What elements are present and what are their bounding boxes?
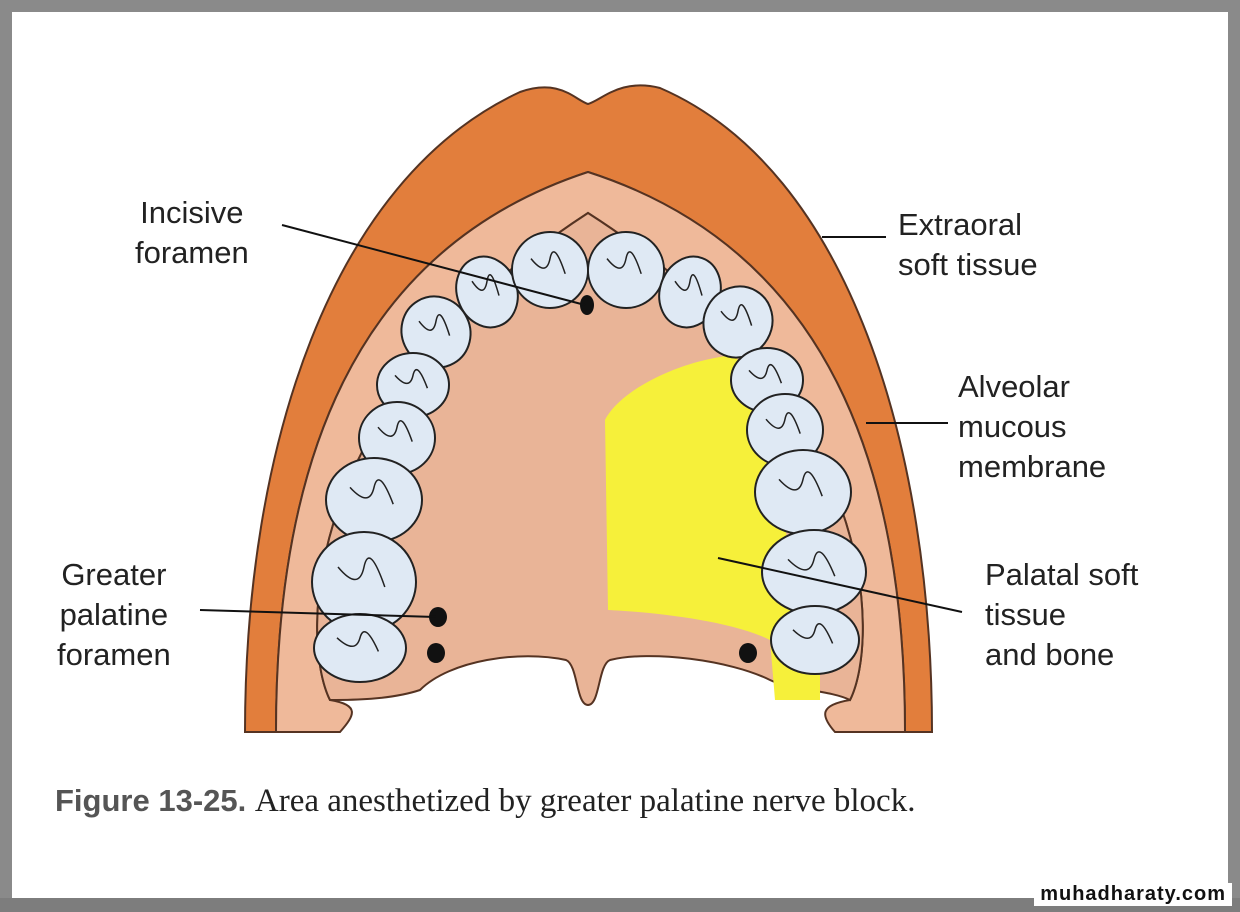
- caption-number: Figure 13-25.: [55, 783, 247, 818]
- tooth-groove: [336, 630, 380, 652]
- greater-palatine-foramen-marker-right: [739, 643, 757, 663]
- label-palatal-soft-tissue: Palatal soft tissue and bone: [985, 557, 1139, 672]
- leader-lines: [199, 224, 963, 618]
- tooth: [754, 449, 852, 535]
- tooth-groove: [606, 251, 642, 275]
- tooth-groove: [748, 363, 783, 384]
- tooth: [702, 285, 774, 359]
- label-extraoral-soft-tissue: Extraoral soft tissue: [898, 207, 1038, 282]
- caption-text: Area anesthetized by greater palatine ne…: [254, 783, 916, 819]
- label-alveolar-mucous-membrane: Alveolar mucous membrane: [958, 369, 1107, 484]
- tooth-groove: [778, 471, 823, 497]
- watermark: muhadharaty.com: [1034, 883, 1232, 906]
- greater-palatine-foramen-marker: [429, 607, 447, 627]
- foramina: [427, 295, 757, 663]
- tooth-groove: [349, 479, 394, 505]
- bottom-bar: [0, 898, 1240, 912]
- tooth-groove: [787, 551, 836, 577]
- label-greater-palatine-foramen: Greater palatine foramen: [57, 557, 171, 672]
- tooth-groove: [720, 304, 753, 326]
- figure-caption: Figure 13-25. Area anesthetized by great…: [55, 783, 915, 820]
- tooth-groove: [792, 622, 834, 644]
- tooth-groove: [377, 420, 413, 442]
- tooth: [313, 613, 407, 683]
- tooth: [325, 457, 423, 543]
- tooth-groove: [674, 274, 703, 296]
- lesser-palatine-foramen-marker: [427, 643, 445, 663]
- tooth-groove: [765, 412, 801, 434]
- tooth: [400, 295, 472, 369]
- incisive-foramen-marker: [580, 295, 594, 315]
- tooth-groove: [530, 251, 566, 275]
- label-incisive-foramen: Incisive foramen: [135, 195, 249, 270]
- teeth: [311, 231, 867, 683]
- tooth-groove: [418, 314, 451, 336]
- tooth-groove: [394, 368, 429, 389]
- tooth: [770, 605, 860, 675]
- tooth-groove: [337, 557, 386, 588]
